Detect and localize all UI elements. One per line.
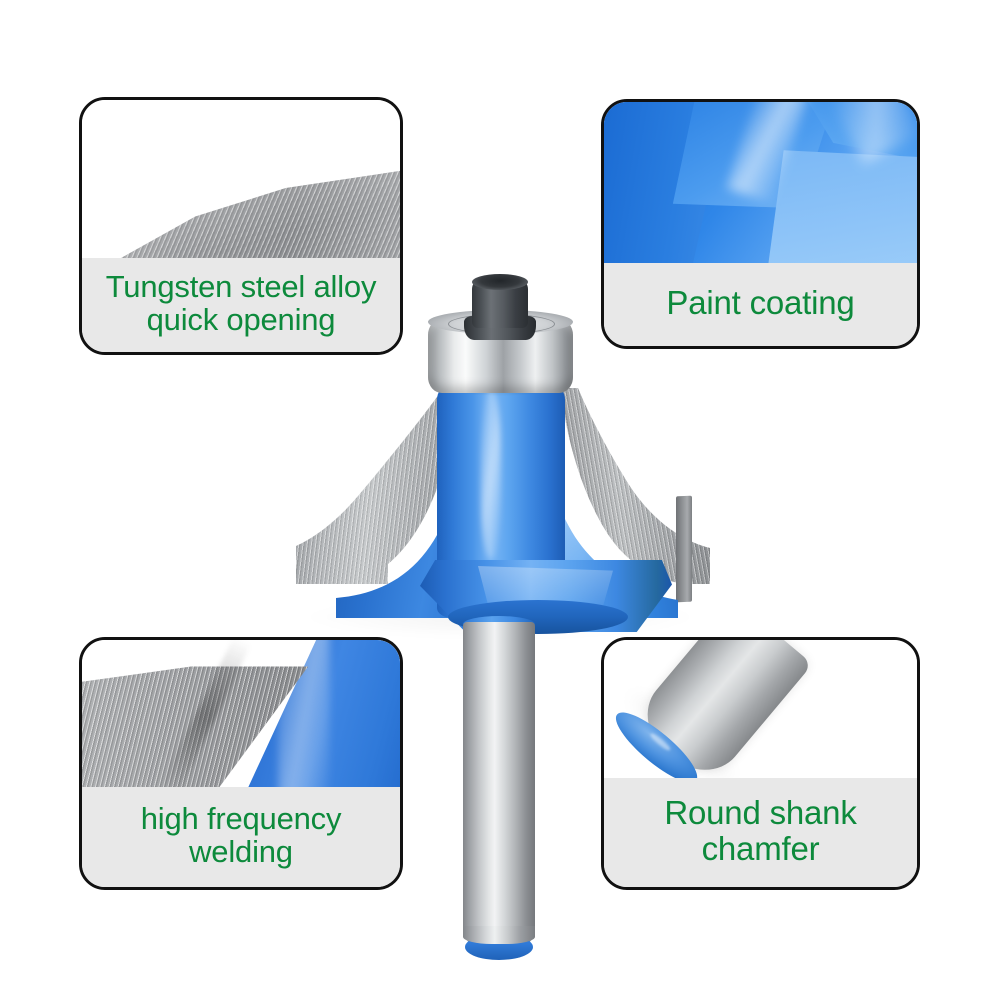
- callout-photo-paint-coating: [604, 102, 917, 263]
- shank-icon: [463, 622, 535, 948]
- callout-card-round-shank-chamfer[interactable]: Round shank chamfer: [601, 637, 920, 890]
- callout-photo-round-shank-chamfer: [604, 640, 917, 778]
- callout-caption-tungsten-steel-alloy: Tungsten steel alloy quick opening: [82, 258, 400, 352]
- callout-card-paint-coating[interactable]: Paint coating: [601, 99, 920, 349]
- callout-card-high-frequency-welding[interactable]: high frequency welding: [79, 637, 403, 890]
- bearing-bolt-top-icon: [472, 274, 528, 290]
- carbide-flute-icon: [82, 161, 400, 258]
- callout-card-tungsten-steel-alloy[interactable]: Tungsten steel alloy quick opening: [79, 97, 403, 355]
- callout-caption-round-shank-chamfer: Round shank chamfer: [604, 778, 917, 887]
- carbide-cutter-right-face-icon: [676, 495, 692, 603]
- shank-lower-body-icon: [463, 926, 535, 944]
- paint-facet-c-icon: [766, 150, 917, 263]
- callout-photo-tungsten-steel-alloy: [82, 100, 400, 258]
- callout-photo-high-frequency-welding: [82, 640, 400, 787]
- callout-caption-paint-coating: Paint coating: [604, 263, 917, 346]
- callout-caption-high-frequency-welding: high frequency welding: [82, 787, 400, 887]
